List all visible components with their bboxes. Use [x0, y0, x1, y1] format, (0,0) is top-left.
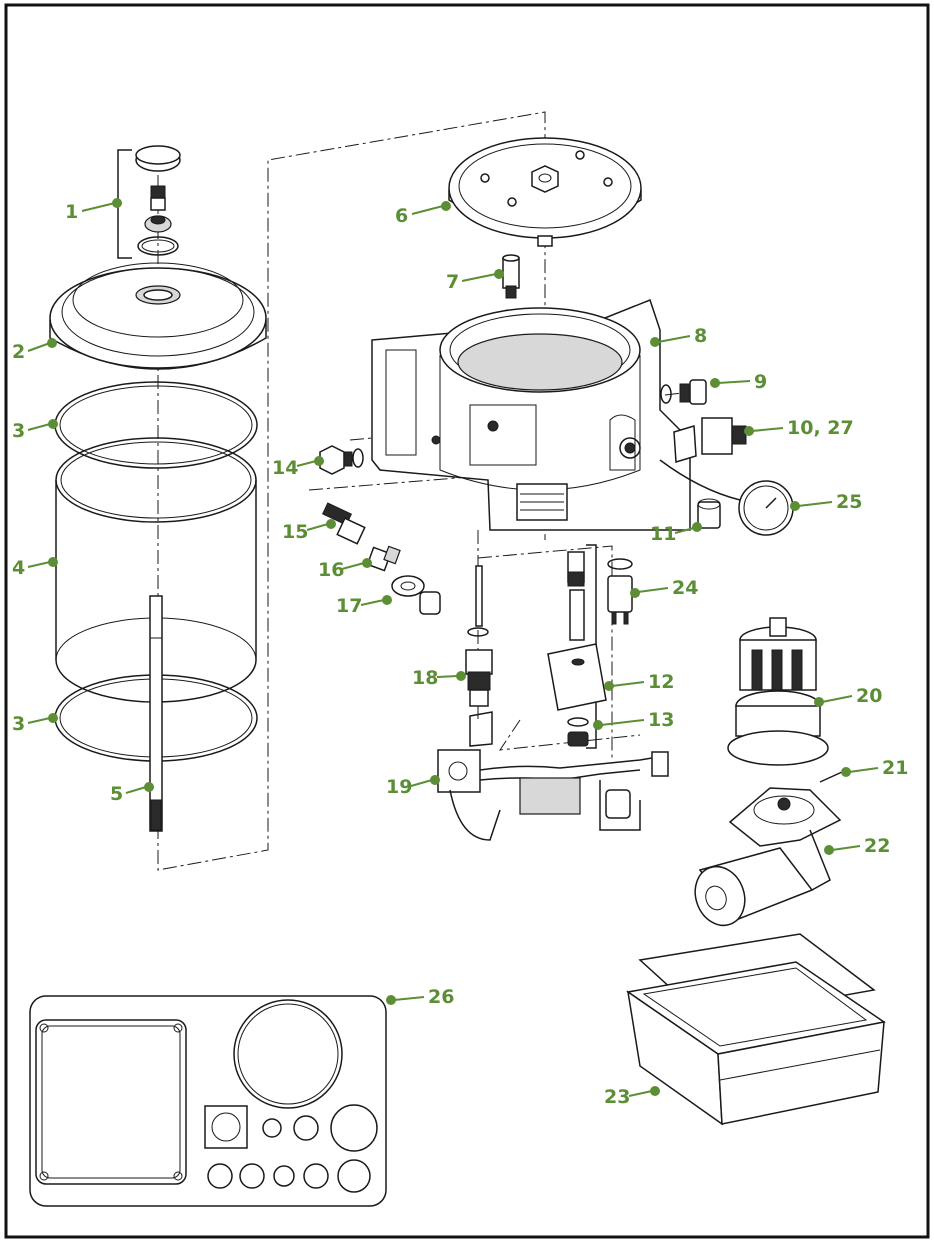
motor-assembly — [694, 787, 842, 927]
callout-22: 22 — [824, 835, 890, 857]
callout-15-label: 15 — [282, 521, 308, 543]
callout-9-label: 9 — [754, 371, 767, 393]
callout-6-label: 6 — [395, 205, 408, 227]
callout-26: 26 — [386, 986, 454, 1008]
callout-15: 15 — [282, 519, 336, 543]
callout-3-top: 3 — [12, 419, 58, 442]
callout-16-label: 16 — [318, 559, 344, 581]
plug-14 — [319, 445, 364, 475]
callout-21-label: 21 — [882, 757, 908, 779]
follower-plate — [448, 137, 642, 247]
callout-9: 9 — [710, 371, 767, 393]
pin-21 — [819, 771, 843, 783]
pump-housing — [371, 299, 691, 531]
callout-25: 25 — [790, 491, 862, 513]
reservoir-lid — [49, 262, 267, 370]
callout-6: 6 — [395, 201, 451, 227]
callout-22-label: 22 — [864, 835, 890, 857]
callout-19-label: 19 — [386, 776, 412, 798]
fitting-part — [502, 254, 520, 299]
callout-24: 24 — [630, 577, 698, 599]
callout-23: 23 — [604, 1086, 660, 1108]
callout-12-label: 12 — [648, 671, 674, 693]
callout-13-label: 13 — [648, 709, 674, 731]
callout-3-top-label: 3 — [12, 420, 25, 442]
callout-14: 14 — [272, 456, 324, 479]
vent-cap-assembly — [117, 145, 181, 259]
callout-10-27: 10, 27 — [744, 417, 854, 439]
fitting-16 — [366, 545, 401, 572]
callout-8: 8 — [650, 325, 707, 347]
callout-8-label: 8 — [694, 325, 707, 347]
callout-3-bottom: 3 — [12, 713, 58, 735]
callout-1-label: 1 — [65, 201, 78, 223]
callout-13: 13 — [593, 709, 674, 731]
callout-1: 1 — [65, 198, 122, 223]
callout-4-label: 4 — [12, 557, 25, 579]
callout-14-label: 14 — [272, 457, 298, 479]
solenoid-valve — [547, 544, 607, 749]
bolt-15 — [322, 502, 366, 545]
callout-10-27-label: 10, 27 — [787, 417, 854, 439]
valve-stem — [465, 565, 493, 707]
diagram-frame — [4, 3, 930, 1239]
callout-4: 4 — [12, 557, 58, 579]
callout-16: 16 — [318, 558, 372, 581]
banjo-fitting — [391, 575, 441, 615]
callout-17-label: 17 — [336, 595, 362, 617]
callout-24-label: 24 — [672, 577, 698, 599]
callout-18: 18 — [412, 667, 466, 689]
callout-11-label: 11 — [650, 523, 676, 545]
wiring-harness — [437, 711, 669, 841]
callout-2-label: 2 — [12, 341, 25, 363]
callout-5: 5 — [110, 782, 154, 805]
plug-9 — [660, 379, 707, 405]
callout-18-label: 18 — [412, 667, 438, 689]
callout-23-label: 23 — [604, 1086, 630, 1108]
callout-20: 20 — [814, 685, 882, 707]
callout-5-label: 5 — [110, 783, 123, 805]
base-enclosure — [626, 933, 886, 1126]
control-panel — [29, 995, 387, 1207]
pump-element — [727, 617, 829, 766]
pressure-gauge — [659, 459, 794, 536]
callout-26-label: 26 — [428, 986, 454, 1008]
callout-11: 11 — [650, 522, 702, 545]
follower-rod — [149, 595, 163, 832]
callout-3-bottom-label: 3 — [12, 713, 25, 735]
callout-25-label: 25 — [836, 491, 862, 513]
callout-19: 19 — [386, 775, 440, 798]
callout-7: 7 — [446, 269, 504, 293]
callout-2: 2 — [12, 338, 57, 363]
callout-20-label: 20 — [856, 685, 882, 707]
callout-12: 12 — [604, 671, 674, 693]
callout-21: 21 — [841, 757, 908, 779]
callout-7-label: 7 — [446, 271, 459, 293]
callout-17: 17 — [336, 595, 392, 617]
connector-10-27 — [673, 417, 747, 463]
plug-11 — [697, 498, 721, 529]
